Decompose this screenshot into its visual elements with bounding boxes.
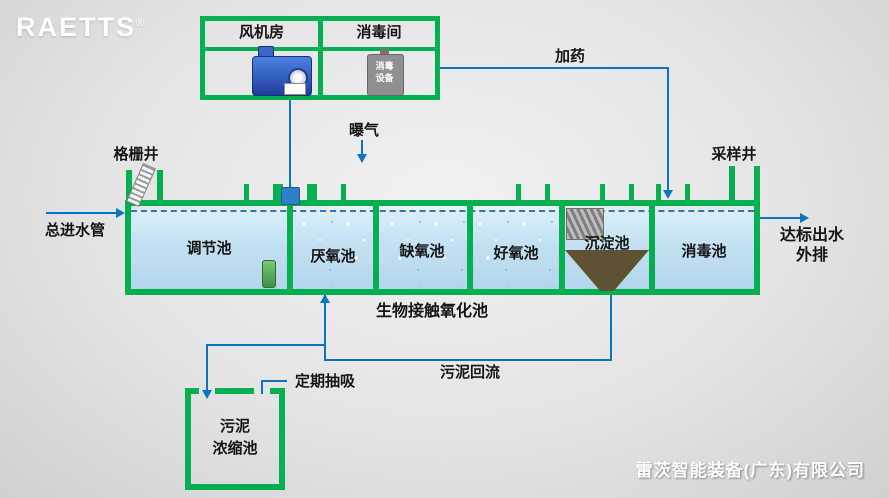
bio-oxidation-label: 生物接触氧化池 — [375, 303, 488, 320]
inlet-pipe-line — [46, 212, 118, 214]
waste-sludge-pipe-horizontal — [206, 344, 326, 346]
dosing-label: 加药 — [554, 48, 585, 65]
grid-well-label: 格栅井 — [113, 146, 159, 163]
dosing-pipe-horizontal — [440, 67, 668, 69]
disinfection-room-label: 消毒间 — [356, 24, 402, 41]
sludge-tank-top-segment-3 — [270, 388, 285, 394]
settler-baffle-icon — [566, 208, 604, 240]
equipment-room-box — [200, 16, 440, 100]
sludge-tank-label-line2: 浓缩池 — [212, 440, 258, 457]
fan-room-label: 风机房 — [238, 24, 284, 41]
water-surface-line — [131, 210, 754, 212]
disinfection-device-icon — [367, 54, 404, 96]
disinfection-device-label-line2: 设备 — [375, 73, 394, 84]
grid-well-wall-left — [126, 170, 132, 204]
outlet-label-line2: 外排 — [795, 247, 828, 264]
sampling-well-wall-left — [729, 166, 735, 202]
tank-collar-2 — [278, 184, 312, 206]
dosing-pipe-vertical — [667, 67, 669, 191]
tank-divider-4 — [559, 206, 565, 295]
sampling-well-label: 采样井 — [711, 146, 757, 163]
main-tank — [125, 200, 760, 295]
disinfection-device-label: 消毒 设备 — [367, 60, 402, 84]
disinfection-device-cap-icon — [380, 49, 389, 55]
sludge-return-pipe-up — [324, 295, 326, 360]
sludge-return-arrow-icon — [320, 294, 330, 303]
logo-text: RAETTS — [16, 12, 136, 42]
aeration-valve-icon — [281, 187, 300, 205]
periodic-suction-label: 定期抽吸 — [294, 373, 355, 390]
tank-divider-1 — [287, 206, 293, 295]
suction-pipe-horizontal — [261, 380, 287, 382]
suction-pipe-vertical — [261, 380, 263, 394]
aeration-arrow-icon — [357, 154, 367, 163]
inlet-pipe-label: 总进水管 — [44, 222, 105, 239]
inlet-arrow-icon — [116, 208, 125, 218]
tank-collar-3 — [312, 184, 346, 206]
disinfection-device-label-line1: 消毒 — [375, 61, 394, 71]
sludge-return-pipe-horizontal — [324, 359, 612, 361]
waste-sludge-pipe-vertical — [206, 344, 208, 392]
company-name: 雷茨智能装备(广东)有限公司 — [635, 461, 865, 480]
submersible-pump-icon — [262, 260, 276, 288]
tank-divider-5 — [649, 206, 655, 295]
tank-section-label-anaerobic: 厌氧池 — [310, 248, 356, 265]
tank-section-label-disinfection: 消毒池 — [681, 243, 727, 260]
raetts-logo: RAETTS® — [16, 12, 144, 43]
aeration-pipe-vertical — [289, 100, 291, 202]
sludge-tank-top-segment-2 — [215, 388, 254, 394]
tank-divider-3 — [467, 206, 473, 295]
tank-divider-2 — [373, 206, 379, 295]
sludge-tank-label-line1: 污泥 — [219, 418, 250, 435]
tank-collar-5 — [600, 184, 634, 206]
sampling-well-wall-right — [754, 166, 760, 202]
tank-section-label-aerobic: 好氧池 — [493, 245, 539, 262]
outlet-pipe-line — [760, 217, 804, 219]
tank-section-label-sedimentation: 沉淀池 — [584, 235, 630, 252]
tank-section-label-regulating: 调节池 — [186, 240, 232, 257]
aeration-bubbles — [296, 214, 562, 286]
outlet-arrow-icon — [800, 213, 809, 223]
blower-nameplate-icon — [284, 83, 306, 95]
registered-mark-icon: ® — [136, 17, 145, 29]
sludge-thickening-tank — [185, 388, 285, 490]
aeration-branch-line — [361, 140, 363, 156]
tank-collar-1 — [244, 184, 278, 206]
sludge-tank-top-segment-1 — [185, 388, 199, 394]
sludge-return-label: 污泥回流 — [439, 364, 500, 381]
waste-sludge-arrow-icon — [202, 390, 212, 399]
outlet-label-line1: 达标出水 — [779, 227, 844, 244]
equipment-room-divider — [318, 21, 323, 95]
tank-section-label-anoxic: 缺氧池 — [399, 243, 445, 260]
sludge-return-pipe-down — [610, 295, 612, 361]
aeration-label: 曝气 — [348, 122, 379, 139]
dosing-arrow-icon — [663, 190, 673, 199]
tank-collar-6 — [656, 184, 690, 206]
grid-well-wall-right — [157, 170, 163, 204]
tank-collar-4 — [516, 184, 550, 206]
equipment-room-header-line — [205, 47, 435, 51]
